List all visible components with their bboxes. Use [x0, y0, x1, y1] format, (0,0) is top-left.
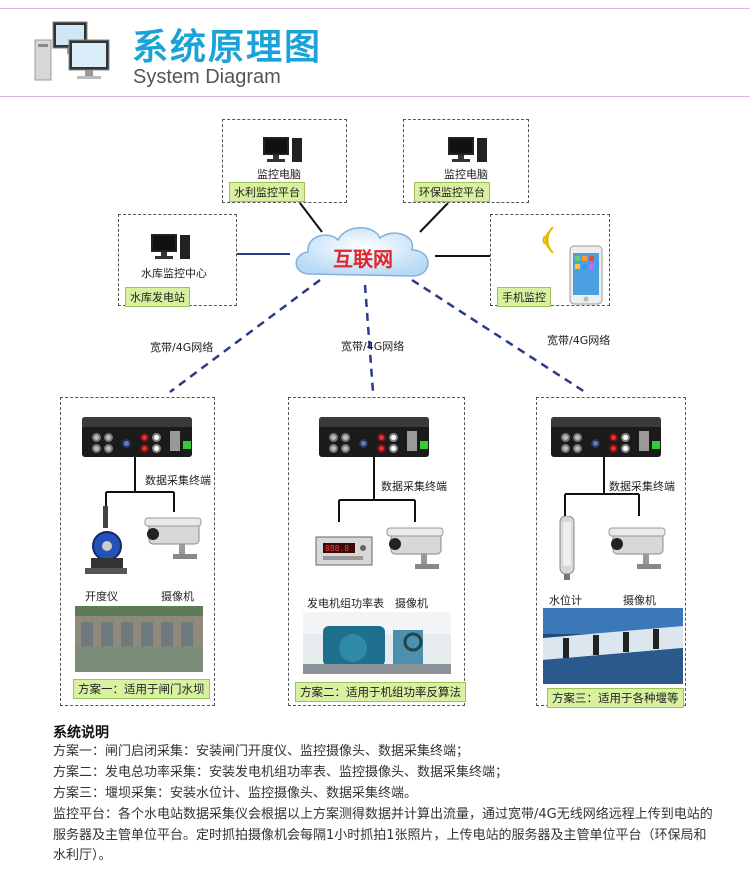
header-rule — [0, 96, 750, 97]
computer-monitors-icon — [33, 18, 113, 84]
branch-lines — [338, 457, 416, 522]
description-line-1: 方案一：闸门启闭采集：安装闸门开度仪、监控摄像头、数据采集终端； — [53, 744, 470, 759]
description-line-3: 方案三：堰坝采集：安装水位计、监控摄像头、数据采集终端。 — [53, 786, 418, 801]
camera-label: 摄像机 — [161, 590, 194, 603]
data-terminal-device — [551, 417, 661, 457]
device-label: 监控电脑 — [257, 168, 301, 181]
description-title: 系统说明 — [53, 725, 109, 741]
page-subtitle: System Diagram — [133, 66, 281, 88]
scheme-label: 方案二：适用于机组功率反算法 — [295, 682, 466, 702]
description-line-2: 方案二：发电总功率采集：安装发电机组功率表、监控摄像头、数据采集终端； — [53, 765, 509, 780]
power-meter-icon: 888.8 — [315, 536, 373, 566]
camera-label: 摄像机 — [395, 597, 428, 610]
branch-lines — [564, 457, 640, 516]
mobile-box: 手机监控 — [490, 214, 610, 307]
monitor-icon — [263, 137, 302, 162]
platform-label: 水库发电站 — [125, 287, 190, 307]
scheme-1-box: 数据采集终端 开度仪 摄像机 方案一：适用于闸门水坝 — [60, 397, 215, 706]
top-rule — [0, 8, 750, 9]
connection-lines — [169, 202, 586, 394]
sensor-label: 发电机组功率表 — [307, 597, 384, 610]
env-platform-box: 监控电脑 环保监控平台 — [403, 119, 529, 203]
internet-cloud-icon — [295, 227, 429, 277]
sensor-label: 开度仪 — [85, 590, 118, 603]
monitor-icon — [448, 137, 487, 162]
reservoir-box: 水库监控中心 水库发电站 — [118, 214, 237, 307]
sensor-label: 水位计 — [549, 594, 582, 607]
scheme-3-box: 数据采集终端 水位计 摄像机 方案三：适用于各种堰等 — [536, 397, 686, 708]
link-label-center: 宽带/4G网络 — [341, 340, 405, 353]
camera-icon — [144, 517, 202, 559]
camera-icon — [386, 527, 444, 569]
data-terminal-device — [319, 417, 429, 457]
terminal-label: 数据采集终端 — [381, 480, 447, 493]
description-line-4: 监控平台：各个水电站数据采集仪会根据以上方案测得数据并计算出流量，通过宽带/4G… — [53, 807, 713, 863]
device-label: 水库监控中心 — [141, 267, 207, 280]
generator-room-photo — [303, 612, 451, 674]
device-label: 监控电脑 — [444, 168, 488, 181]
terminal-label: 数据采集终端 — [145, 474, 211, 487]
water-level-gauge-icon — [559, 516, 575, 580]
camera-label: 摄像机 — [623, 594, 656, 607]
water-platform-box: 监控电脑 水利监控平台 — [222, 119, 347, 203]
platform-label: 水利监控平台 — [229, 182, 305, 202]
scheme-label: 方案一：适用于闸门水坝 — [73, 679, 210, 699]
scheme-2-box: 数据采集终端 888.8 发电机组功率表 摄像机 方案二：适用于机组功率反算法 — [288, 397, 466, 706]
svg-text:888.8: 888.8 — [325, 544, 349, 553]
link-label-right: 宽带/4G网络 — [547, 334, 611, 347]
page-title: 系统原理图 — [132, 27, 323, 68]
camera-icon — [608, 527, 666, 569]
dam-gate-photo — [75, 606, 203, 672]
cloud-label: 互联网 — [333, 247, 393, 271]
gate-opening-meter-icon — [85, 506, 127, 574]
monitor-icon — [151, 234, 190, 259]
scheme-label: 方案三：适用于各种堰等 — [547, 688, 684, 708]
platform-label: 手机监控 — [497, 287, 551, 307]
link-label-left: 宽带/4G网络 — [150, 341, 214, 354]
data-terminal-device — [82, 417, 192, 457]
platform-label: 环保监控平台 — [414, 182, 490, 202]
weir-dam-photo — [543, 608, 683, 684]
wifi-signal-icon — [542, 226, 554, 254]
smartphone-icon — [569, 245, 603, 305]
terminal-label: 数据采集终端 — [609, 480, 675, 493]
